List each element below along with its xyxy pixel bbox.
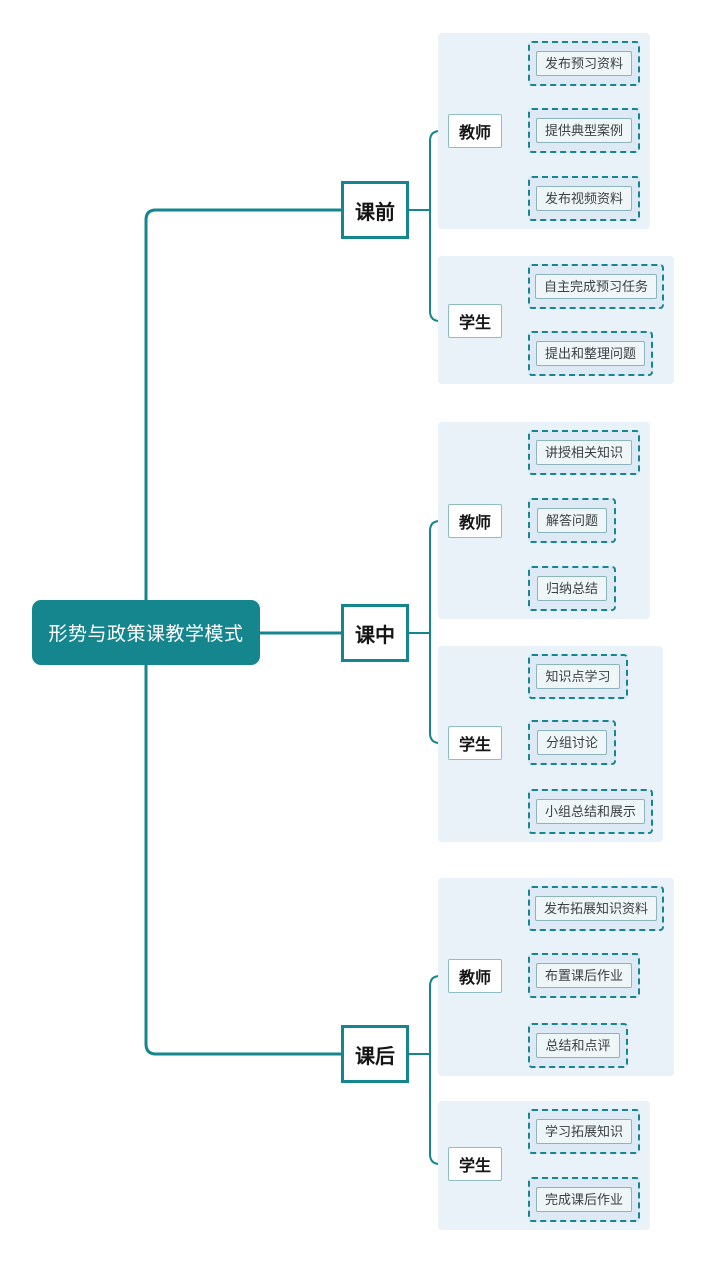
leaf-label: 学习拓展知识 — [544, 1124, 623, 1139]
leaf-node[interactable]: 完成课后作业 — [528, 1177, 640, 1222]
leaf-node[interactable]: 总结和点评 — [528, 1023, 628, 1068]
leaf-label: 归纳总结 — [545, 581, 598, 596]
group-node-during-teacher[interactable]: 教师 — [448, 504, 502, 538]
leaf-node[interactable]: 知识点学习 — [528, 654, 628, 699]
leaf-label: 解答问题 — [545, 513, 598, 528]
leaf-label: 讲授相关知识 — [544, 445, 623, 460]
leaf-label: 知识点学习 — [545, 669, 611, 684]
group-label: 教师 — [458, 125, 491, 142]
root-label: 形势与政策课教学模式 — [48, 624, 244, 645]
branch-label: 课前 — [355, 201, 395, 224]
branch-label: 课中 — [355, 624, 395, 647]
leaf-label: 发布预习资料 — [544, 56, 623, 71]
leaf-label: 发布视频资料 — [544, 191, 623, 206]
leaf-label: 提出和整理问题 — [544, 346, 636, 361]
leaf-label: 布置课后作业 — [544, 968, 623, 983]
leaf-label: 提供典型案例 — [544, 123, 623, 138]
leaf-node[interactable]: 讲授相关知识 — [528, 430, 640, 475]
group-label: 教师 — [458, 515, 491, 532]
leaf-node[interactable]: 自主完成预习任务 — [528, 264, 664, 309]
group-label: 教师 — [458, 970, 491, 987]
group-label: 学生 — [458, 1158, 491, 1175]
leaf-node[interactable]: 学习拓展知识 — [528, 1109, 640, 1154]
branch-node-after-class[interactable]: 课后 — [341, 1025, 409, 1083]
leaf-label: 分组讨论 — [545, 735, 598, 750]
leaf-label: 小组总结和展示 — [544, 804, 636, 819]
leaf-node[interactable]: 分组讨论 — [528, 720, 616, 765]
group-node-after-teacher[interactable]: 教师 — [448, 959, 502, 993]
leaf-node[interactable]: 发布视频资料 — [528, 176, 640, 221]
leaf-node[interactable]: 小组总结和展示 — [528, 789, 653, 834]
leaf-node[interactable]: 发布拓展知识资料 — [528, 886, 664, 931]
branch-node-before-class[interactable]: 课前 — [341, 181, 409, 239]
group-label: 学生 — [458, 737, 491, 754]
group-node-before-teacher[interactable]: 教师 — [448, 114, 502, 148]
leaf-label: 发布拓展知识资料 — [543, 901, 648, 916]
leaf-label: 自主完成预习任务 — [543, 279, 648, 294]
leaf-node[interactable]: 解答问题 — [528, 498, 616, 543]
group-node-during-student[interactable]: 学生 — [448, 726, 502, 760]
group-node-after-student[interactable]: 学生 — [448, 1147, 502, 1181]
leaf-label: 完成课后作业 — [544, 1192, 623, 1207]
leaf-label: 总结和点评 — [545, 1038, 611, 1053]
branch-label: 课后 — [355, 1045, 395, 1068]
group-node-before-student[interactable]: 学生 — [448, 304, 502, 338]
leaf-node[interactable]: 提供典型案例 — [528, 108, 640, 153]
leaf-node[interactable]: 归纳总结 — [528, 566, 616, 611]
leaf-node[interactable]: 发布预习资料 — [528, 41, 640, 86]
group-label: 学生 — [458, 315, 491, 332]
leaf-node[interactable]: 布置课后作业 — [528, 953, 640, 998]
branch-node-during-class[interactable]: 课中 — [341, 604, 409, 662]
leaf-node[interactable]: 提出和整理问题 — [528, 331, 653, 376]
root-node[interactable]: 形势与政策课教学模式 — [32, 600, 260, 665]
